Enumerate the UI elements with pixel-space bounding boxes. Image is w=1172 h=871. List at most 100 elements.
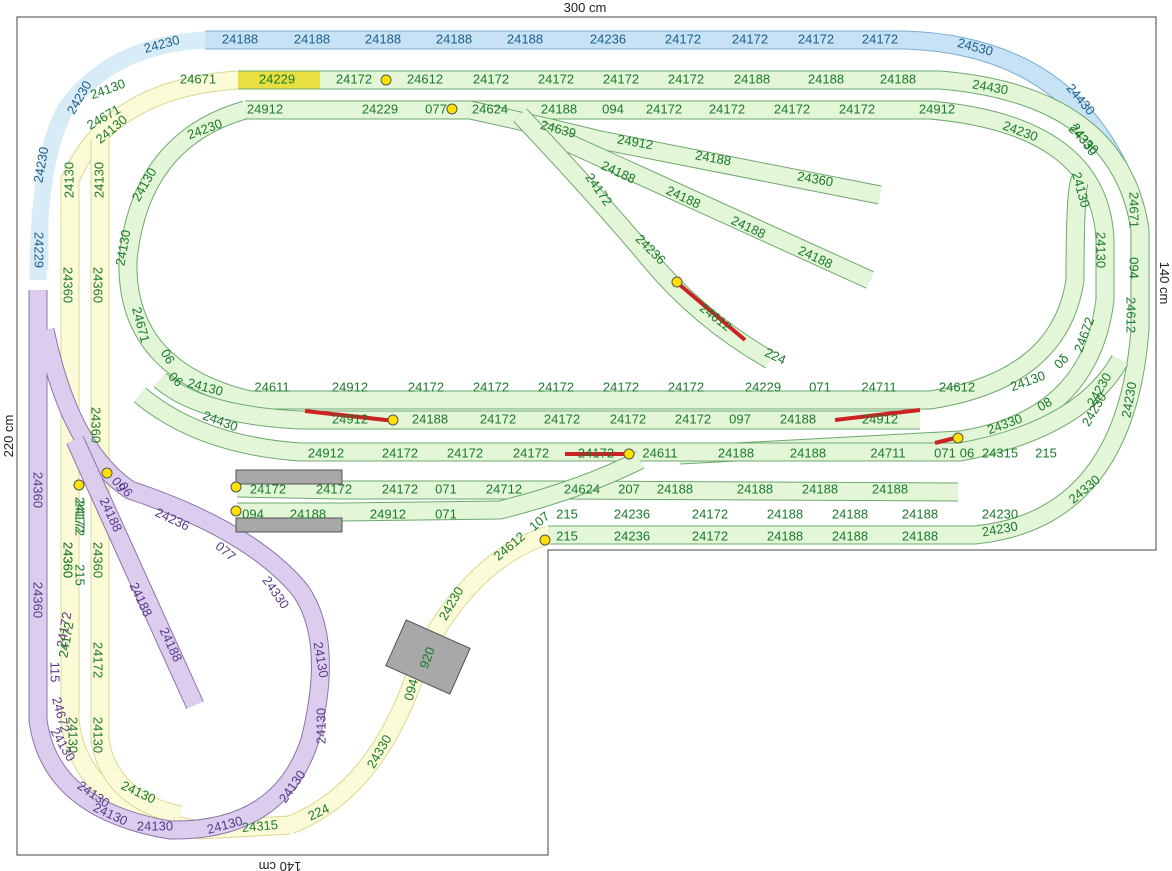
track-piece-label: 24912 — [616, 131, 654, 152]
track-piece-label: 24188 — [880, 71, 916, 86]
track-piece-label: 24130 — [1094, 232, 1109, 268]
track-piece-label: 24671 — [1127, 192, 1142, 228]
track-piece-label: 24172 — [473, 379, 509, 394]
track-piece-label: 24360 — [61, 542, 76, 578]
track-piece-label: 094 — [602, 101, 624, 116]
room-outline — [16, 16, 1157, 856]
track-piece-label: 24172 — [544, 411, 580, 426]
track-piece-label: 24912 — [332, 411, 368, 426]
track-piece-label: 24130 — [137, 818, 173, 833]
track-piece-label: 24172 — [709, 101, 745, 116]
track-piece-label: 24172 — [732, 31, 768, 46]
track-piece-label: 24360 — [91, 267, 106, 303]
track-piece-label: 24172 — [382, 445, 418, 460]
track-piece-label: 115 — [48, 662, 63, 683]
track-piece-label: 24188 — [734, 71, 770, 86]
track-piece-label: 24230 — [30, 146, 51, 184]
track-piece-label: 24172 — [668, 71, 704, 86]
track-piece-label: 24230 — [981, 518, 1019, 539]
track-piece-label: 094 — [242, 506, 264, 521]
track-piece-label: 24612 — [939, 379, 975, 394]
track-piece-label: 24130 — [91, 162, 106, 198]
track-piece-label: 24624 — [472, 101, 508, 116]
track-piece-label: 24912 — [332, 379, 368, 394]
track-piece-label: 24172 — [665, 31, 701, 46]
track-piece-label: 24315 — [241, 817, 278, 835]
track-piece-label: 24130 — [61, 162, 76, 198]
track-piece-label: 24912 — [919, 101, 955, 116]
track-piece-label: 08 — [1034, 394, 1054, 414]
track-piece-label: 207 — [618, 481, 640, 496]
track-piece-label: 24172 — [447, 445, 483, 460]
track-piece-label: 24611 — [254, 379, 289, 394]
track-piece-label: 06 — [116, 479, 137, 499]
track-piece-label: 24172 — [480, 411, 516, 426]
track-piece-label: 24172 — [55, 621, 76, 659]
track-piece-label: 24360 — [61, 267, 76, 303]
track-piece-label: 24130 — [313, 708, 328, 744]
track-piece-label: 24360 — [89, 407, 104, 443]
track-piece-label: 24229 — [362, 101, 398, 116]
track-piece-label: 24172 — [839, 101, 875, 116]
track-piece-label: 24671 — [180, 71, 216, 86]
track-piece-label: 24360 — [796, 168, 834, 189]
track-piece-label: 24172 — [513, 445, 549, 460]
track-piece-label: 24188 — [780, 411, 816, 426]
track-piece-label: 24172 — [91, 642, 106, 678]
track-piece-label: 24188 — [365, 31, 401, 46]
track-piece-label: 24172 — [250, 481, 286, 496]
track-piece-label: 24230 — [1118, 381, 1139, 419]
track-piece-label: 24188 — [832, 506, 868, 521]
track-piece-label: 24188 — [507, 31, 543, 46]
track-piece-label: 24188 — [767, 528, 803, 543]
track-piece-label: 24624 — [564, 481, 600, 496]
track-piece-label: 24188 — [294, 31, 330, 46]
track-piece-label: 24912 — [862, 411, 898, 426]
track-piece-label: 24172 — [382, 481, 418, 496]
track-piece-label: 24229 — [745, 379, 781, 394]
track-piece-label: 24172 — [646, 101, 682, 116]
track-piece-label: 24236 — [614, 528, 650, 543]
track-piece-label: 24229 — [32, 232, 47, 268]
building-plate — [385, 619, 471, 695]
track-piece-label: 24172 — [336, 71, 372, 86]
track-piece-label: 071 — [435, 481, 457, 496]
track-piece-label: 24188 — [802, 481, 838, 496]
track-piece-label: 24360 — [31, 472, 46, 508]
track-piece-label: 071 — [435, 506, 457, 521]
dimension-right: 140 cm — [1157, 262, 1172, 305]
track-piece-label: 24188 — [541, 101, 577, 116]
track-piece-label: 24360 — [31, 582, 46, 618]
track-piece-label: 24172 — [668, 379, 704, 394]
track-piece-label: 24130 — [91, 717, 106, 753]
track-piece-label: 071 — [934, 445, 956, 460]
track-piece-label: 0δ — [1051, 351, 1072, 372]
track-piece-label: 24230 — [982, 506, 1018, 521]
track-piece-label: 24188 — [290, 506, 326, 521]
track-piece-label: 24172 — [692, 506, 728, 521]
track-piece-label: 24172 — [610, 411, 646, 426]
track-piece-label: 24172 — [316, 481, 352, 496]
track-piece-label: 24236 — [614, 506, 650, 521]
track-piece-label: 24912 — [370, 506, 406, 521]
track-piece-label: 24360 — [91, 542, 106, 578]
track-piece-label: 24188 — [657, 481, 693, 496]
track-piece-label: 24188 — [412, 411, 448, 426]
track-piece-label: 24172 — [862, 31, 898, 46]
track-piece-label: 24430 — [971, 76, 1009, 97]
track-piece-label: 24172 — [473, 71, 509, 86]
track-piece-label: 24172 — [538, 379, 574, 394]
track-piece-label: 24188 — [808, 71, 844, 86]
track-piece-label: 24188 — [832, 528, 868, 543]
track-piece-label: 24188 — [737, 481, 773, 496]
track-piece-label: 077 — [425, 101, 447, 116]
track-piece-label: 24712 — [486, 481, 522, 496]
track-piece-label: 24360 — [61, 542, 76, 578]
track-piece-label: 09 — [109, 474, 130, 494]
track-piece-label: 097 — [729, 411, 751, 426]
track-piece-label: 215 — [73, 564, 88, 586]
track-piece-label: 24315 — [982, 445, 1018, 460]
track-piece-label: 24188 — [767, 506, 803, 521]
track-piece-label: 24130 — [112, 229, 133, 267]
